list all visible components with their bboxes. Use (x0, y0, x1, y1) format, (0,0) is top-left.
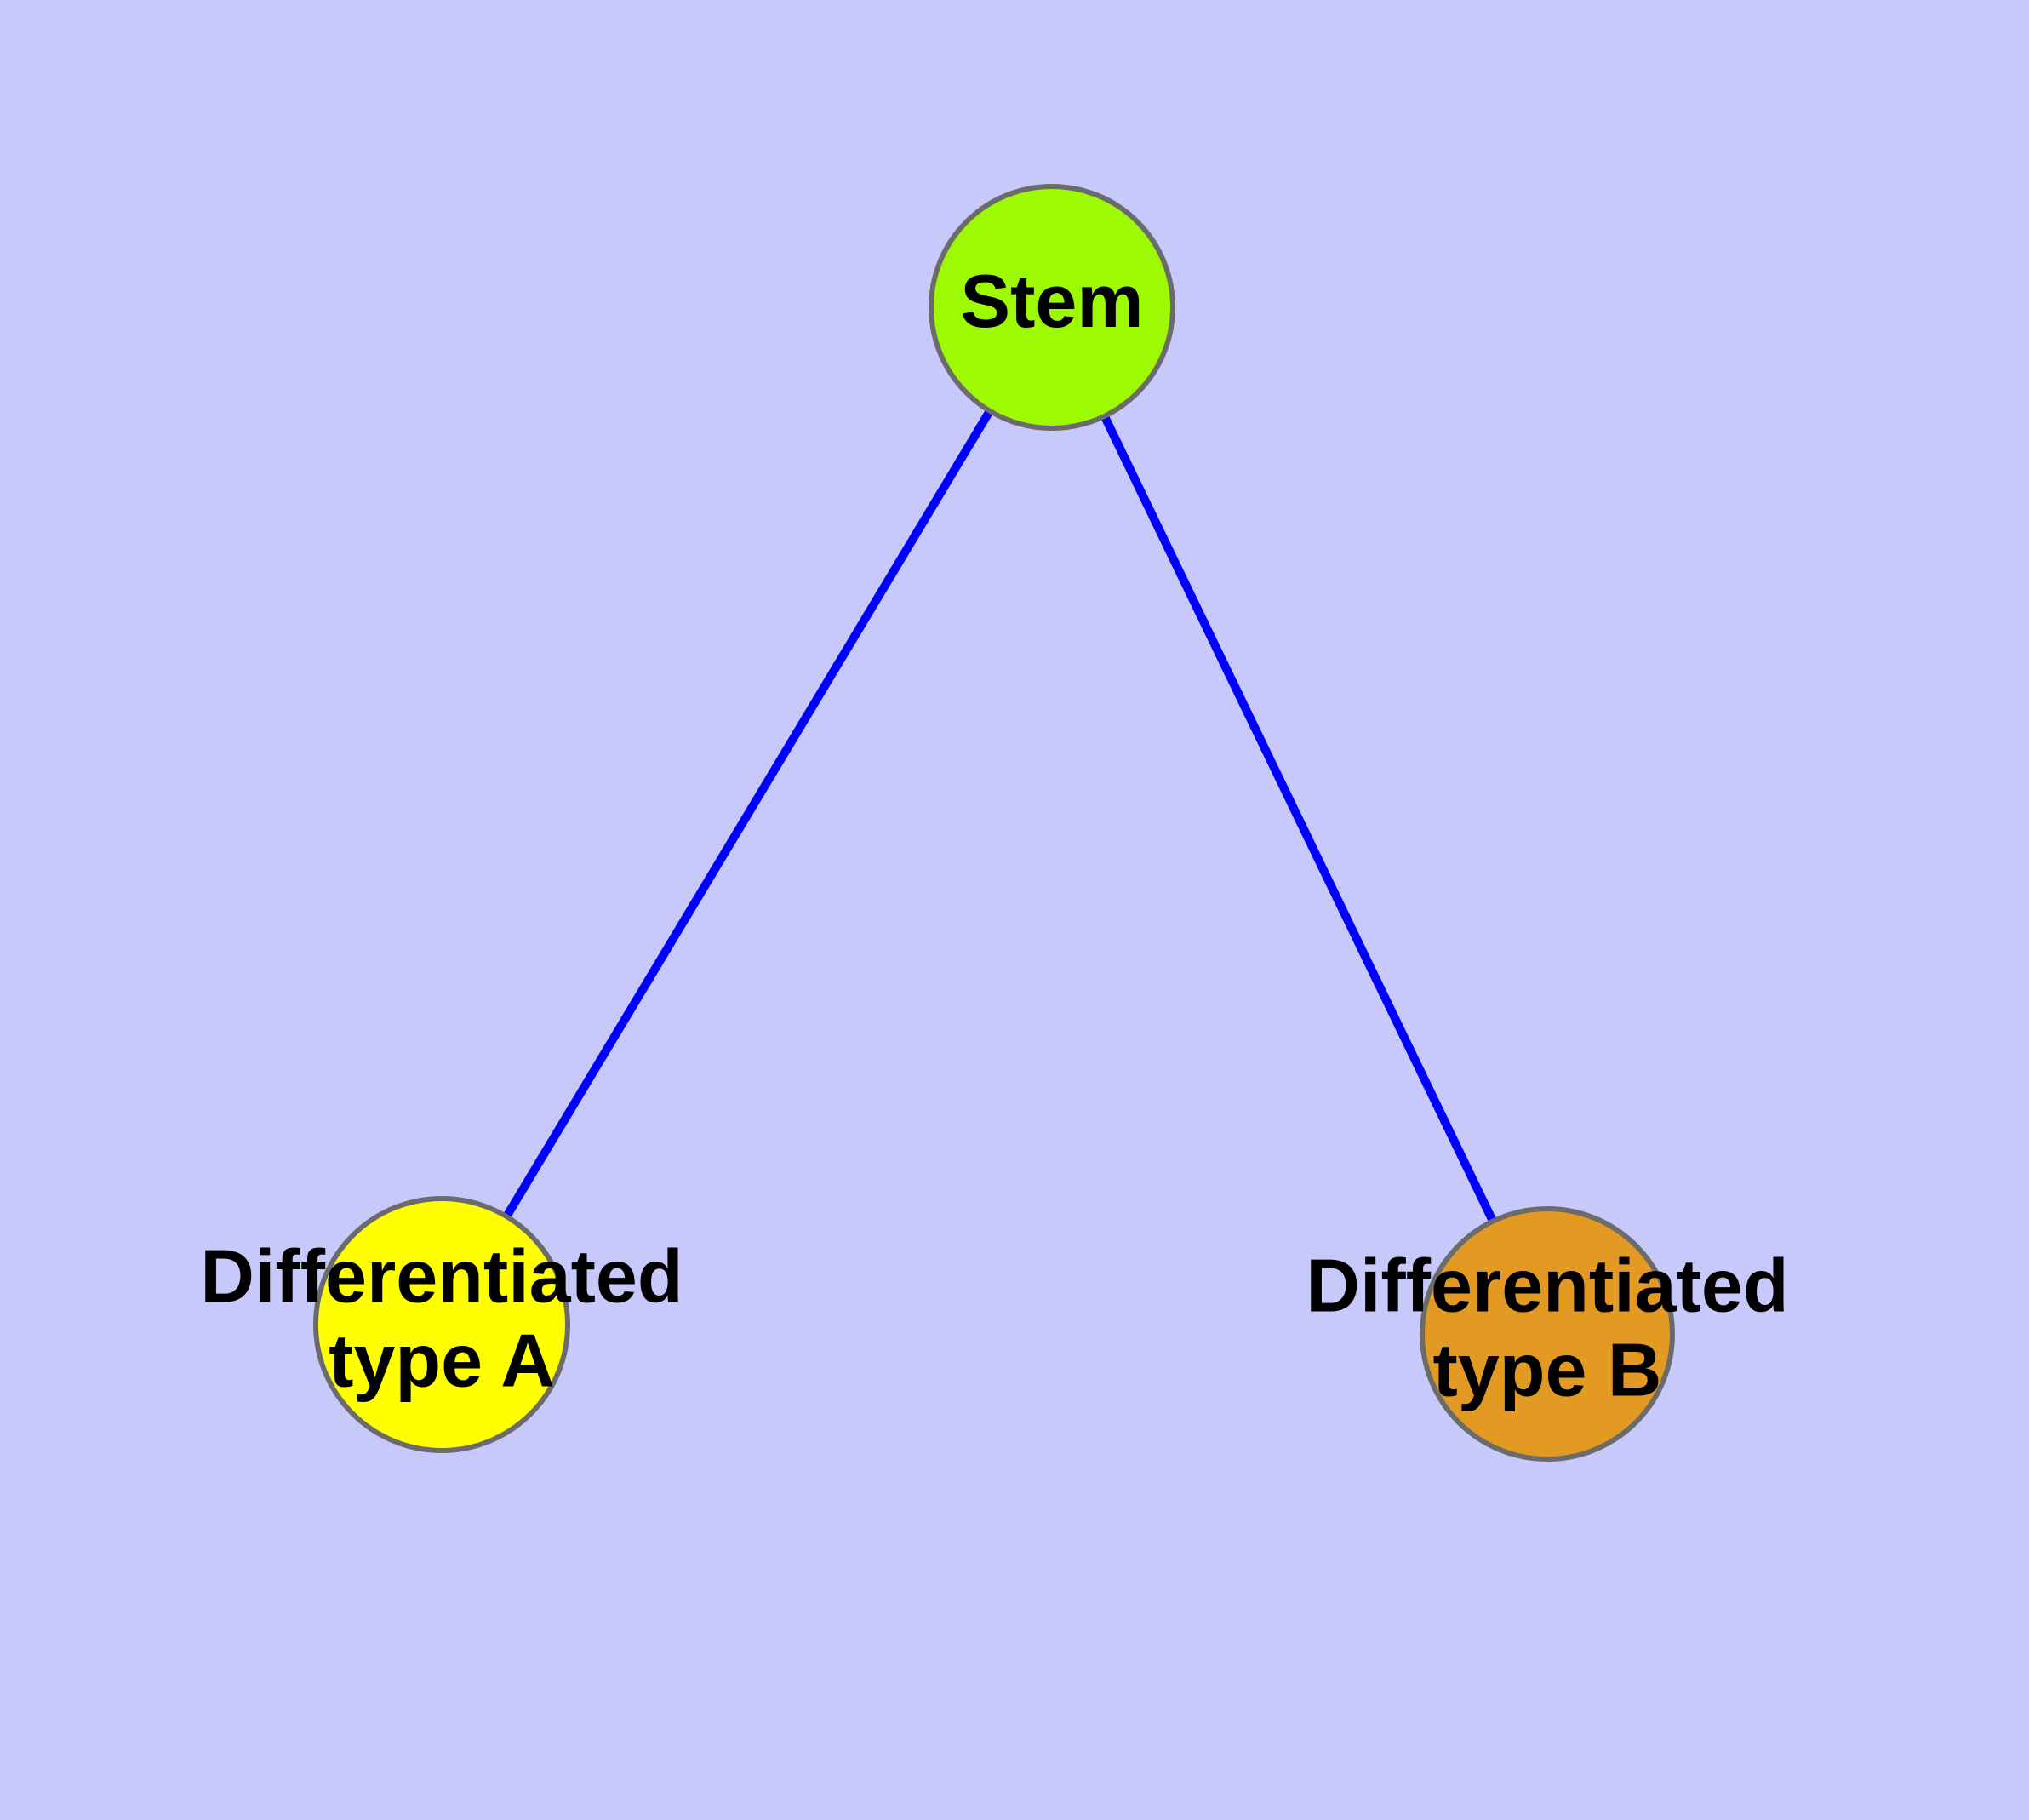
graph-node-diff_a[interactable] (313, 1196, 570, 1453)
graph-node-label-stem: Stem (960, 259, 1143, 343)
graph-node-stem[interactable] (929, 184, 1175, 431)
graph-edge (1097, 408, 1500, 1229)
label-line: type A (329, 1319, 555, 1403)
graph-node-diff_b[interactable] (1420, 1206, 1675, 1462)
edge-layer (499, 403, 1500, 1229)
label-line: Stem (960, 259, 1143, 343)
graph-edge (499, 403, 997, 1225)
label-line: type B (1433, 1328, 1662, 1412)
label-line: Differentiated (1306, 1244, 1788, 1328)
node-layer (313, 184, 1675, 1462)
label-line: Differentiated (200, 1234, 683, 1319)
